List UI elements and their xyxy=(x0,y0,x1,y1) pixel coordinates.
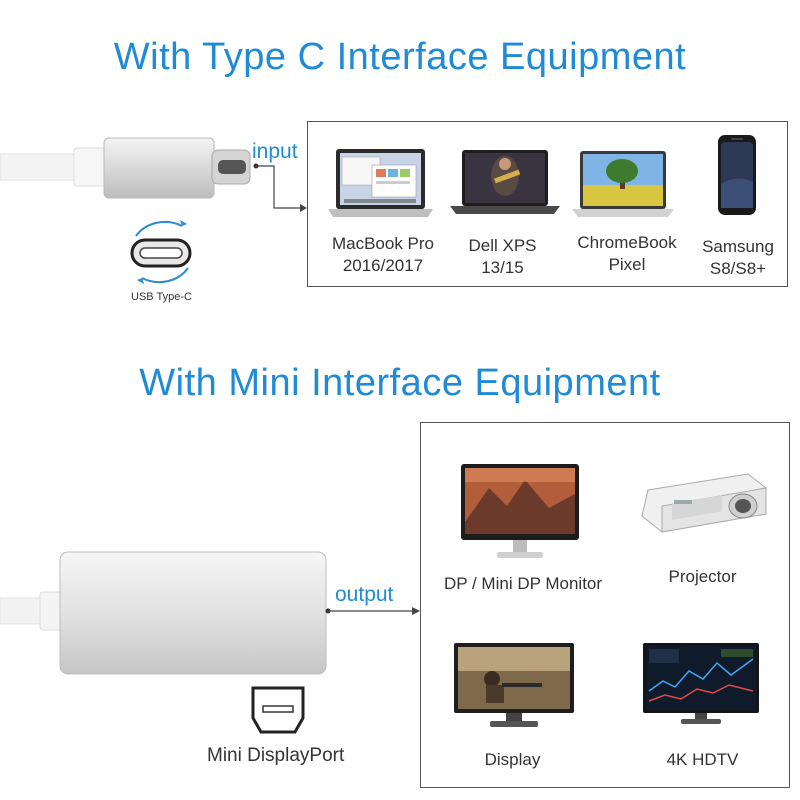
usb-type-c-port-icon xyxy=(130,220,192,284)
display-icon xyxy=(454,643,574,727)
usb-c-cable-icon xyxy=(0,137,251,199)
device-label-projector: Projector xyxy=(668,567,737,586)
dell-xps-laptop-icon xyxy=(450,150,560,214)
output-label: output xyxy=(335,583,394,606)
4k-hdtv-icon xyxy=(643,643,759,724)
mini-displayport-adapter-icon xyxy=(0,551,327,675)
input-arrow xyxy=(253,163,307,212)
section-title-type-c: With Type C Interface Equipment xyxy=(113,36,687,78)
device-label-4k-hdtv: 4K HDTV xyxy=(666,750,739,769)
device-label-dp-monitor: DP / Mini DP Monitor xyxy=(443,574,603,593)
output-arrow xyxy=(325,607,420,615)
mini-displayport-port-icon xyxy=(251,686,305,734)
section-title-mini: With Mini Interface Equipment xyxy=(139,362,661,404)
dp-monitor-icon xyxy=(461,464,579,558)
projector-icon xyxy=(641,473,767,533)
chromebook-pixel-laptop-icon xyxy=(572,151,674,217)
mini-displayport-label: Mini DisplayPort xyxy=(207,745,345,766)
macbook-pro-laptop-icon xyxy=(328,149,433,217)
input-label: input xyxy=(252,140,298,163)
device-label-display: Display xyxy=(484,750,541,769)
samsung-s8-smartphone-icon xyxy=(718,135,756,215)
usb-type-c-label: USB Type-C xyxy=(131,291,192,303)
